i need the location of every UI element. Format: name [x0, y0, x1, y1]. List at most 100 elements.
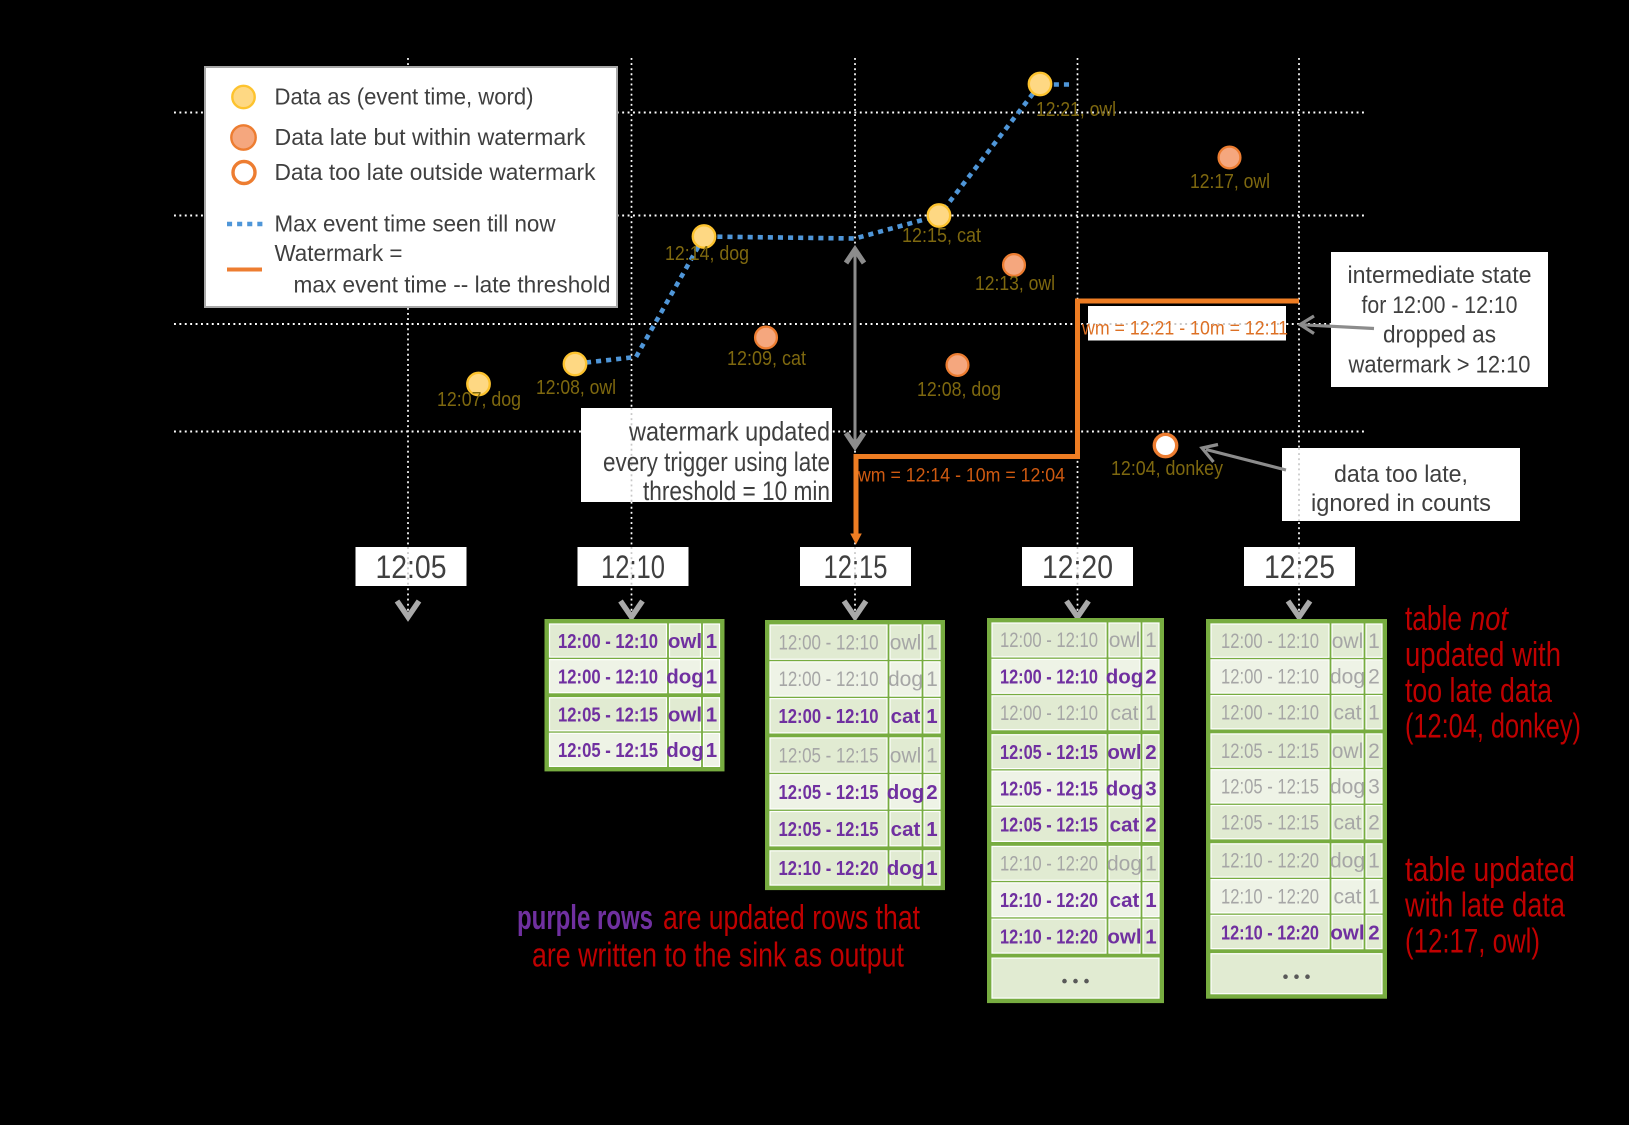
- svg-text:with late data: with late data: [1404, 887, 1565, 925]
- svg-text:Max event time seen till now: Max event time seen till now: [275, 211, 556, 237]
- svg-text:for 12:00 - 12:10: for 12:00 - 12:10: [1362, 292, 1518, 319]
- svg-text:cat: cat: [1333, 886, 1361, 909]
- svg-text:12:05 - 12:15: 12:05 - 12:15: [1000, 814, 1098, 837]
- svg-text:are written to the sink as out: are written to the sink as output: [532, 937, 904, 975]
- svg-text:12:10 - 12:20: 12:10 - 12:20: [1221, 921, 1319, 944]
- svg-text:1: 1: [706, 665, 717, 688]
- svg-text:owl: owl: [1107, 925, 1141, 948]
- svg-text:1: 1: [1145, 889, 1156, 912]
- svg-text:3: 3: [1368, 776, 1380, 799]
- svg-text:12:10 - 12:20: 12:10 - 12:20: [1000, 853, 1098, 876]
- svg-text:2: 2: [1368, 921, 1379, 944]
- svg-text:threshold = 10 min: threshold = 10 min: [643, 476, 830, 506]
- svg-text:1: 1: [926, 744, 938, 767]
- svg-text:cat: cat: [1333, 702, 1361, 725]
- svg-text:dog: dog: [1106, 666, 1144, 689]
- svg-text:2: 2: [1145, 741, 1156, 764]
- svg-text:(12:17, owl): (12:17, owl): [1405, 922, 1540, 960]
- svg-text:12:10 - 12:20: 12:10 - 12:20: [1000, 889, 1098, 912]
- svg-text:table updated: table updated: [1405, 851, 1575, 889]
- svg-text:1: 1: [1368, 630, 1380, 653]
- svg-text:12:05 - 12:15: 12:05 - 12:15: [558, 704, 658, 727]
- svg-text:1: 1: [1145, 629, 1157, 652]
- svg-text:1: 1: [1368, 850, 1380, 873]
- svg-text:every trigger using late: every trigger using late: [603, 447, 830, 477]
- svg-text:(12:04, donkey): (12:04, donkey): [1405, 708, 1581, 746]
- svg-text:12:10 - 12:20: 12:10 - 12:20: [1000, 925, 1098, 948]
- svg-text:cat: cat: [1110, 814, 1140, 837]
- svg-text:12:10 - 12:20: 12:10 - 12:20: [1221, 886, 1319, 909]
- svg-text:Data late but within watermark: Data late but within watermark: [275, 124, 586, 150]
- svg-text:12:00 - 12:10: 12:00 - 12:10: [779, 668, 879, 691]
- svg-text:12:10 - 12:20: 12:10 - 12:20: [1221, 850, 1319, 873]
- svg-text:12:00 - 12:10: 12:00 - 12:10: [779, 705, 879, 728]
- svg-text:1: 1: [926, 631, 938, 654]
- svg-text:1: 1: [926, 818, 937, 841]
- svg-text:owl: owl: [1330, 921, 1364, 944]
- svg-text:wm = 12:21 - 10m = 12:11: wm = 12:21 - 10m = 12:11: [1081, 318, 1288, 340]
- svg-text:12:14, dog: 12:14, dog: [665, 242, 749, 265]
- svg-text:12:10: 12:10: [601, 549, 665, 585]
- svg-text:12:08, dog: 12:08, dog: [917, 378, 1001, 401]
- svg-text:12:15: 12:15: [824, 549, 888, 585]
- svg-text:1: 1: [926, 857, 937, 880]
- svg-text:table: table: [1405, 600, 1462, 638]
- svg-text:1: 1: [706, 704, 717, 727]
- svg-text:12:00 - 12:10: 12:00 - 12:10: [1000, 702, 1098, 725]
- svg-text:12:00 - 12:10: 12:00 - 12:10: [558, 665, 658, 688]
- svg-text:owl: owl: [890, 744, 922, 767]
- svg-text:owl: owl: [1332, 630, 1364, 653]
- svg-text:dog: dog: [1330, 666, 1365, 689]
- svg-text:12:00 - 12:10: 12:00 - 12:10: [1221, 666, 1319, 689]
- svg-text:12:04, donkey: 12:04, donkey: [1111, 457, 1224, 480]
- svg-text:3: 3: [1145, 777, 1156, 800]
- svg-text:are updated rows that: are updated rows that: [663, 899, 920, 937]
- svg-text:12:05 - 12:15: 12:05 - 12:15: [558, 739, 658, 762]
- svg-text:Data too late outside watermar: Data too late outside watermark: [275, 159, 596, 185]
- svg-text:12:05 - 12:15: 12:05 - 12:15: [1000, 741, 1098, 764]
- svg-text:dog: dog: [887, 857, 925, 880]
- svg-text:dog: dog: [1106, 777, 1144, 800]
- svg-text:12:17, owl: 12:17, owl: [1190, 170, 1270, 193]
- svg-text:12:00 - 12:10: 12:00 - 12:10: [1221, 702, 1319, 725]
- svg-text:watermark > 12:10: watermark > 12:10: [1348, 352, 1531, 379]
- svg-text:owl: owl: [1107, 741, 1141, 764]
- svg-text:1: 1: [1145, 702, 1157, 725]
- svg-text:12:05 - 12:15: 12:05 - 12:15: [1221, 811, 1319, 834]
- svg-text:cat: cat: [891, 705, 921, 728]
- svg-text:1: 1: [1368, 886, 1380, 909]
- svg-text:dog: dog: [887, 781, 925, 804]
- svg-text:12:00 - 12:10: 12:00 - 12:10: [1221, 630, 1319, 653]
- svg-text:dropped as: dropped as: [1383, 322, 1496, 349]
- svg-text:12:05 - 12:15: 12:05 - 12:15: [779, 818, 879, 841]
- svg-text:Watermark =: Watermark =: [275, 240, 403, 266]
- svg-text:12:13, owl: 12:13, owl: [975, 272, 1055, 295]
- svg-text:owl: owl: [890, 631, 922, 654]
- svg-text:1: 1: [1145, 853, 1157, 876]
- svg-text:watermark updated: watermark updated: [628, 417, 830, 447]
- svg-text:1: 1: [706, 630, 717, 653]
- svg-text:cat: cat: [1110, 889, 1140, 912]
- svg-text:wm = 12:14 - 10m = 12:04: wm = 12:14 - 10m = 12:04: [857, 465, 1065, 487]
- svg-text:purple rows: purple rows: [517, 899, 653, 937]
- svg-text:2: 2: [1368, 740, 1380, 763]
- svg-text:dog: dog: [666, 665, 704, 688]
- svg-text:12:07, dog: 12:07, dog: [437, 388, 521, 411]
- svg-text:12:05 - 12:15: 12:05 - 12:15: [779, 781, 879, 804]
- svg-text:12:05 - 12:15: 12:05 - 12:15: [1000, 777, 1098, 800]
- svg-text:dog: dog: [1330, 850, 1365, 873]
- svg-text:data too late,: data too late,: [1334, 461, 1468, 488]
- svg-text:2: 2: [1368, 811, 1380, 834]
- svg-text:owl: owl: [1109, 629, 1141, 652]
- svg-text:owl: owl: [1332, 740, 1364, 763]
- svg-text:not: not: [1470, 600, 1509, 638]
- svg-text:12:05 - 12:15: 12:05 - 12:15: [1221, 740, 1319, 763]
- svg-text:max event time -- late thresho: max event time -- late threshold: [294, 271, 611, 297]
- svg-text:dog: dog: [666, 739, 704, 762]
- svg-text:12:09, cat: 12:09, cat: [727, 347, 806, 370]
- svg-text:12:20: 12:20: [1042, 549, 1113, 585]
- svg-text:12:21, owl: 12:21, owl: [1036, 98, 1116, 121]
- svg-text:cat: cat: [1110, 702, 1138, 725]
- svg-text:12:25: 12:25: [1264, 549, 1335, 585]
- svg-text:12:00 - 12:10: 12:00 - 12:10: [558, 630, 658, 653]
